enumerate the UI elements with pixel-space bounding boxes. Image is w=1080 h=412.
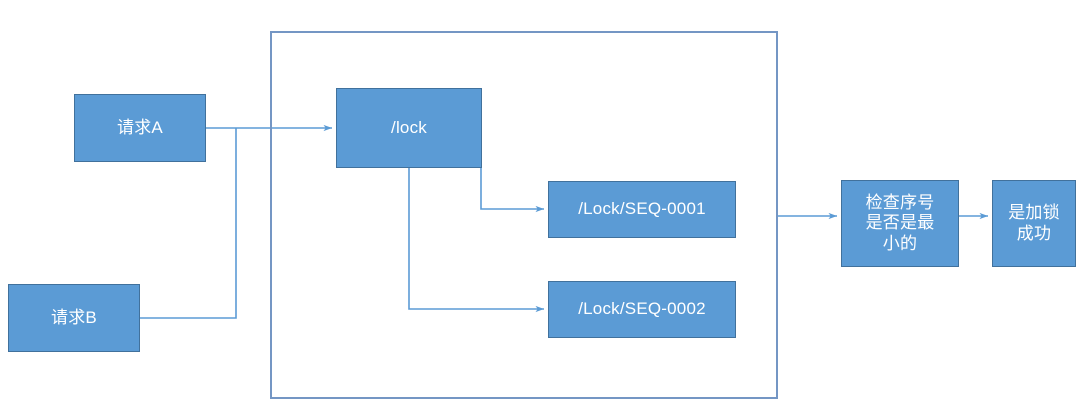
zookeeper-container xyxy=(270,31,778,399)
node-request-b[interactable]: 请求B xyxy=(8,284,140,352)
node-request-a[interactable]: 请求A xyxy=(74,94,206,162)
node-lock-root[interactable]: /lock xyxy=(336,88,482,168)
node-request-b-label: 请求B xyxy=(51,307,97,327)
node-lock-success-label: 是加锁 成功 xyxy=(1008,203,1060,243)
node-check-min[interactable]: 检查序号 是否是最 小的 xyxy=(841,180,959,267)
node-request-a-label: 请求A xyxy=(117,117,163,137)
node-check-min-label: 检查序号 是否是最 小的 xyxy=(865,193,935,253)
node-seq-0001[interactable]: /Lock/SEQ-0001 xyxy=(548,181,736,238)
node-seq-0001-label: /Lock/SEQ-0001 xyxy=(578,199,706,219)
connector-lock-to-seq-0001 xyxy=(480,168,545,213)
node-seq-0002[interactable]: /Lock/SEQ-0002 xyxy=(548,281,736,338)
node-seq-0002-label: /Lock/SEQ-0002 xyxy=(578,299,706,319)
connector-request-b-to-lock xyxy=(140,128,237,319)
node-lock-root-label: /lock xyxy=(391,117,427,137)
connector-lock-to-seq-0002 xyxy=(408,168,545,313)
node-lock-success[interactable]: 是加锁 成功 xyxy=(992,180,1076,267)
